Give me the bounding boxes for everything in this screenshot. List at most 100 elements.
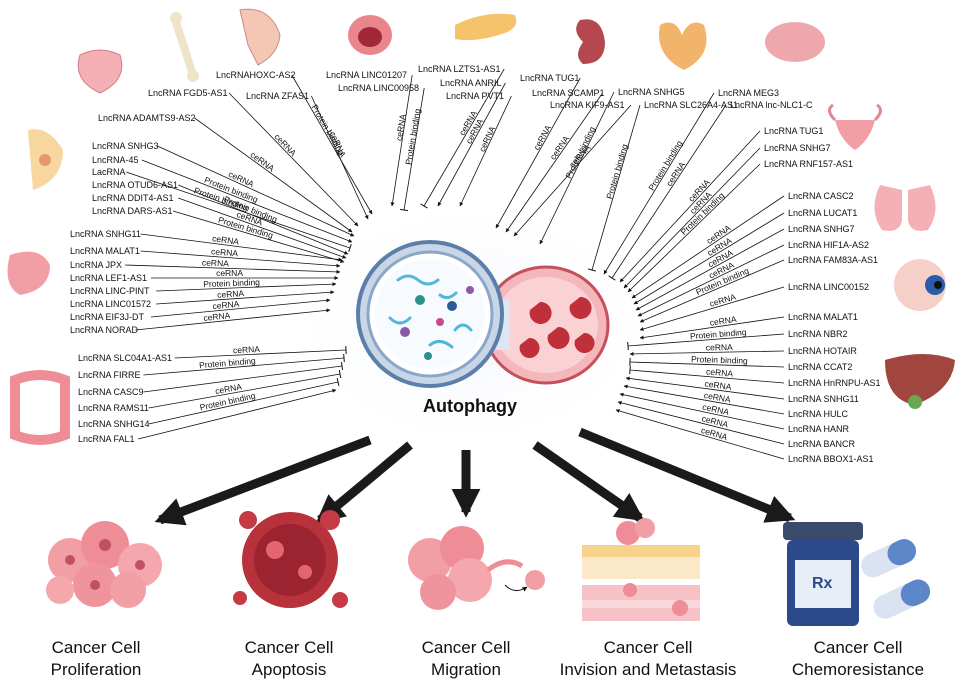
inhibition-bar [338, 369, 342, 379]
eye-icon [894, 259, 946, 311]
organ-icons [7, 8, 955, 445]
activation-arrow [311, 95, 369, 220]
inhibition-line [148, 381, 339, 425]
lncrna-label: LncRNA HnRNPU-AS1 [788, 378, 881, 388]
lncrna-label: LncRNA OTUD6-AS1 [92, 180, 178, 190]
inhibition-bar [399, 208, 409, 212]
lncrna-label: LncRNA SNHG14 [78, 419, 150, 429]
lncrna-label: LncRNA CASC2 [788, 191, 854, 201]
lncrna-label: LncRNA EIF3J-DT [70, 312, 145, 322]
relation-label: ceRNA [394, 113, 408, 141]
relation-label: Protein binding [563, 125, 597, 181]
activation-arrow [637, 244, 785, 317]
lncrna-label: LncRNA BANCR [788, 439, 856, 449]
lncrna-label: LncRNA ADAMTS9-AS2 [98, 113, 196, 123]
lncrna-label: LncRNA DDIT4-AS1 [92, 193, 174, 203]
liver-icon [885, 354, 955, 409]
inhibition-bar [608, 275, 616, 281]
relation-label: ceRNA [214, 381, 243, 396]
lncrna-label: LncRNA LINC01207 [326, 70, 407, 80]
relation-label: ceRNA [548, 133, 572, 161]
lncrna-label: LncRNA HIF1A-AS2 [788, 240, 869, 250]
inhibition-bar [348, 244, 352, 252]
relation-label: ceRNA [212, 233, 240, 246]
lncrna-label: LncRNA SNHG5 [618, 87, 685, 97]
outcome-subtitle-5: Chemoresistance [792, 660, 924, 679]
activation-arrow [627, 163, 761, 293]
lncrna-label: LncRNA CCAT2 [788, 362, 852, 372]
mouth-icon [348, 15, 392, 55]
activation-arrow [138, 388, 337, 440]
inhibition-line [627, 333, 785, 347]
autophagosome-lysosome-graphic [356, 240, 610, 388]
activation-arrow [639, 316, 785, 340]
lncrna-label: LncRNAHOXC-AS2 [216, 70, 296, 80]
throat-icon [239, 8, 281, 66]
lncrna-label: LncRNA LINC01572 [70, 299, 151, 309]
lung-icon [874, 185, 936, 231]
breast-icon [28, 129, 63, 190]
kidney-icon [576, 19, 605, 64]
bone-icon [170, 12, 199, 82]
activation-arrow [194, 117, 353, 233]
lncrna-label: LncRNA MALAT1 [70, 246, 140, 256]
relation-label: ceRNA [531, 123, 553, 152]
lncrna-label: LncRNA SLC04A1-AS1 [78, 353, 172, 363]
lncrna-label: LncRNA CASC9 [78, 387, 144, 397]
lncrna-label: LncRNA LEF1-AS1 [70, 273, 147, 283]
relation-label: Protein binding [604, 143, 629, 201]
relation-label: ceRNA [216, 268, 243, 278]
lncrna-label: LncRNA SNHG7 [764, 143, 831, 153]
lncrna-label: LncRNA LINC00152 [788, 282, 869, 292]
lncrna-label: LncRNA NORAD [70, 325, 139, 335]
relation-label: ceRNA [217, 288, 245, 300]
lncrna-label: LncRNA SNHG3 [92, 141, 159, 151]
activation-arrow [228, 92, 359, 227]
activation-arrow [513, 104, 632, 237]
outcome-subtitle-3: Migration [431, 660, 501, 679]
activation-arrow [390, 74, 413, 207]
bladder-icon [77, 49, 123, 94]
activation-arrow [141, 159, 353, 243]
activation-arrow [631, 195, 785, 299]
relation-label: ceRNA [704, 378, 732, 392]
activation-arrow [124, 264, 341, 274]
inhibition-bar [336, 377, 340, 387]
activation-arrow [619, 392, 785, 430]
activation-arrow [633, 212, 785, 305]
inhibition-line [174, 349, 347, 359]
inhibition-bar [588, 268, 596, 272]
activation-arrow [157, 145, 355, 237]
activation-arrow [291, 74, 373, 215]
relation-label: ceRNA [706, 342, 733, 353]
lncrna-label: LncRNA LZTS1-AS1 [418, 64, 501, 74]
inhibition-bar [629, 365, 631, 375]
lncrna-label: LncRNA FAM83A-AS1 [788, 255, 878, 265]
activation-arrow [437, 82, 506, 207]
lncrna-label: LncRNA SLC26A4-AS1 [644, 100, 738, 110]
thyroid-icon [659, 22, 707, 71]
inhibition-line [423, 68, 505, 207]
lncrna-label: LncRNA MEG3 [718, 88, 779, 98]
activation-arrow [172, 210, 345, 263]
lncrna-label: LncRNA FAL1 [78, 434, 135, 444]
lncrna-label: LncRNA MALAT1 [788, 312, 858, 322]
colon-icon [10, 370, 70, 445]
lncrna-label: LncRNA HOTAIR [788, 346, 857, 356]
lncrna-label: LncRNA BBOX1-AS1 [788, 454, 874, 464]
relation-label: ceRNA [202, 257, 230, 268]
inhibition-bar [420, 203, 428, 209]
lncrna-label: LncRNA LINC-PINT [70, 286, 150, 296]
lncrna-label: LncRNA lnc-NLC1-C [730, 100, 813, 110]
lncrna-label: LncRNA SNHG7 [788, 224, 855, 234]
chemoresistance-drug-icon: Rx [783, 522, 931, 626]
inhibition-line [591, 104, 641, 271]
activation-arrow [140, 233, 343, 262]
activation-arrow [505, 92, 603, 233]
lncrna-label: LncRNA TUG1 [764, 126, 823, 136]
relation-label: ceRNA [233, 344, 261, 355]
inhibition-line [126, 171, 351, 249]
lncrna-label: LncRNA ANRIL [440, 78, 502, 88]
